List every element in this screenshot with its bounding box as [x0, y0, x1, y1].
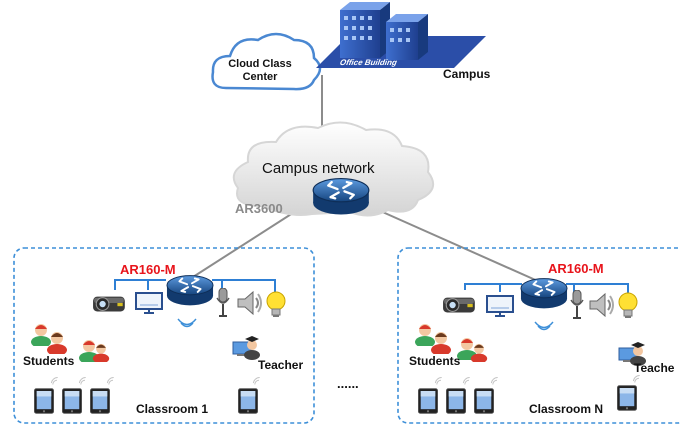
student-icon	[31, 324, 51, 346]
microphone-icon	[216, 288, 230, 317]
classroom-1-router-label: AR160-M	[120, 262, 176, 277]
signal-icon	[78, 376, 87, 385]
cloud-icon	[211, 32, 322, 91]
classroom-n-name: Classroom N	[529, 402, 604, 416]
microphone-icon	[570, 290, 584, 319]
student-icon	[415, 324, 435, 346]
tablet-icon	[62, 388, 82, 414]
campus-network-label: Campus network	[262, 160, 375, 177]
tablet-icon	[617, 385, 637, 411]
tablet-icon	[34, 388, 54, 414]
signal-icon	[462, 376, 471, 385]
campus-label: Campus	[443, 67, 491, 81]
tablet-icon	[90, 388, 110, 414]
ellipsis-label: ......	[337, 376, 359, 391]
classroom-1-box	[13, 247, 315, 424]
tablet-icon	[474, 388, 494, 414]
classroom-1-name: Classroom 1	[136, 402, 209, 416]
classroom-n-box	[397, 247, 680, 424]
wifi-icon	[177, 318, 197, 328]
office-building	[316, 2, 486, 68]
wifi-icon	[534, 321, 554, 331]
signal-icon	[106, 376, 115, 385]
tv-icon	[135, 292, 163, 314]
classroom-1-teacher-label: Teacher	[258, 358, 304, 372]
tv-icon	[486, 295, 514, 317]
classroom-1-students-label: Students	[23, 354, 75, 368]
teacher-icon	[232, 335, 261, 360]
core-router-label: AR3600	[235, 201, 283, 216]
bulb-icon	[618, 292, 638, 319]
signal-icon	[632, 374, 641, 383]
signal-icon	[50, 376, 59, 385]
signal-icon	[490, 376, 499, 385]
speaker-icon	[589, 293, 614, 317]
tablet-icon	[418, 388, 438, 414]
cloud-class-center-line1: Cloud Class	[228, 58, 292, 70]
speaker-icon	[237, 291, 262, 315]
signal-icon	[434, 376, 443, 385]
projector-icon	[442, 297, 476, 314]
classroom-n-router-label: AR160-M	[548, 261, 604, 276]
link-core-to-classroom-n	[359, 201, 541, 283]
cloud-class-center	[211, 32, 322, 91]
classroom-router-icon	[166, 274, 214, 307]
signal-icon	[252, 376, 261, 385]
classroom-n-teacher-label: Teache	[634, 361, 675, 375]
tablet-icon	[238, 388, 258, 414]
core-router-icon	[312, 177, 370, 216]
classroom-router-icon	[520, 277, 568, 310]
cloud-class-center-label: Cloud Class Center	[228, 58, 292, 84]
cloud-class-center-line2: Center	[242, 71, 278, 83]
tablet-icon	[446, 388, 466, 414]
projector-icon	[92, 296, 126, 313]
campus-network-cloud	[232, 121, 435, 217]
office-building-sign: Office Building	[338, 58, 399, 67]
classroom-n-students-label: Students	[409, 354, 461, 368]
bulb-icon	[266, 291, 286, 318]
cloud-icon	[232, 121, 435, 217]
